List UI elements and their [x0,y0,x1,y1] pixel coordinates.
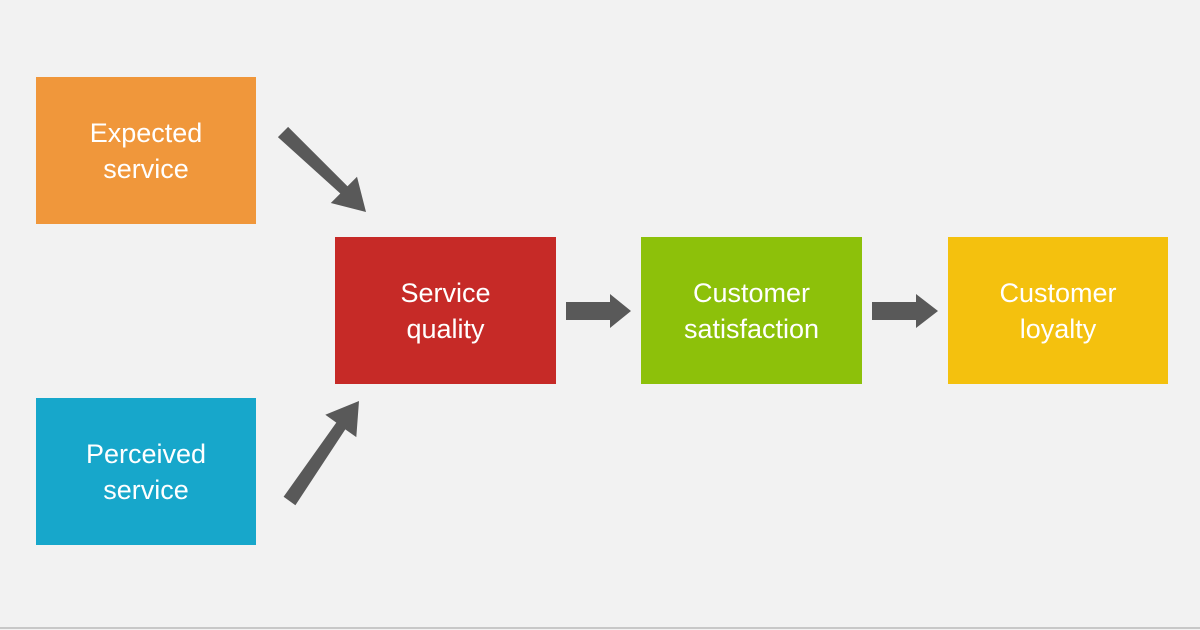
expected-service-box: Expected service [36,77,256,224]
arrow-quality-to-satisfaction [566,294,631,328]
perceived-service-box: Perceived service [36,398,256,545]
arrow-satisfaction-to-loyalty [872,294,938,328]
customer-satisfaction-label: Customer satisfaction [683,277,820,344]
customer-loyalty-label: Customer loyalty [999,277,1117,344]
customer-loyalty-box: Customer loyalty [948,237,1168,384]
service-quality-label: Service quality [400,277,491,344]
bottom-divider [0,627,1200,629]
perceived-service-label: Perceived service [85,438,207,505]
service-quality-box: Service quality [335,237,556,384]
customer-satisfaction-box: Customer satisfaction [641,237,862,384]
arrow-perceived-to-quality [283,401,359,506]
expected-service-label: Expected service [89,117,203,184]
arrow-expected-to-quality [277,126,366,212]
